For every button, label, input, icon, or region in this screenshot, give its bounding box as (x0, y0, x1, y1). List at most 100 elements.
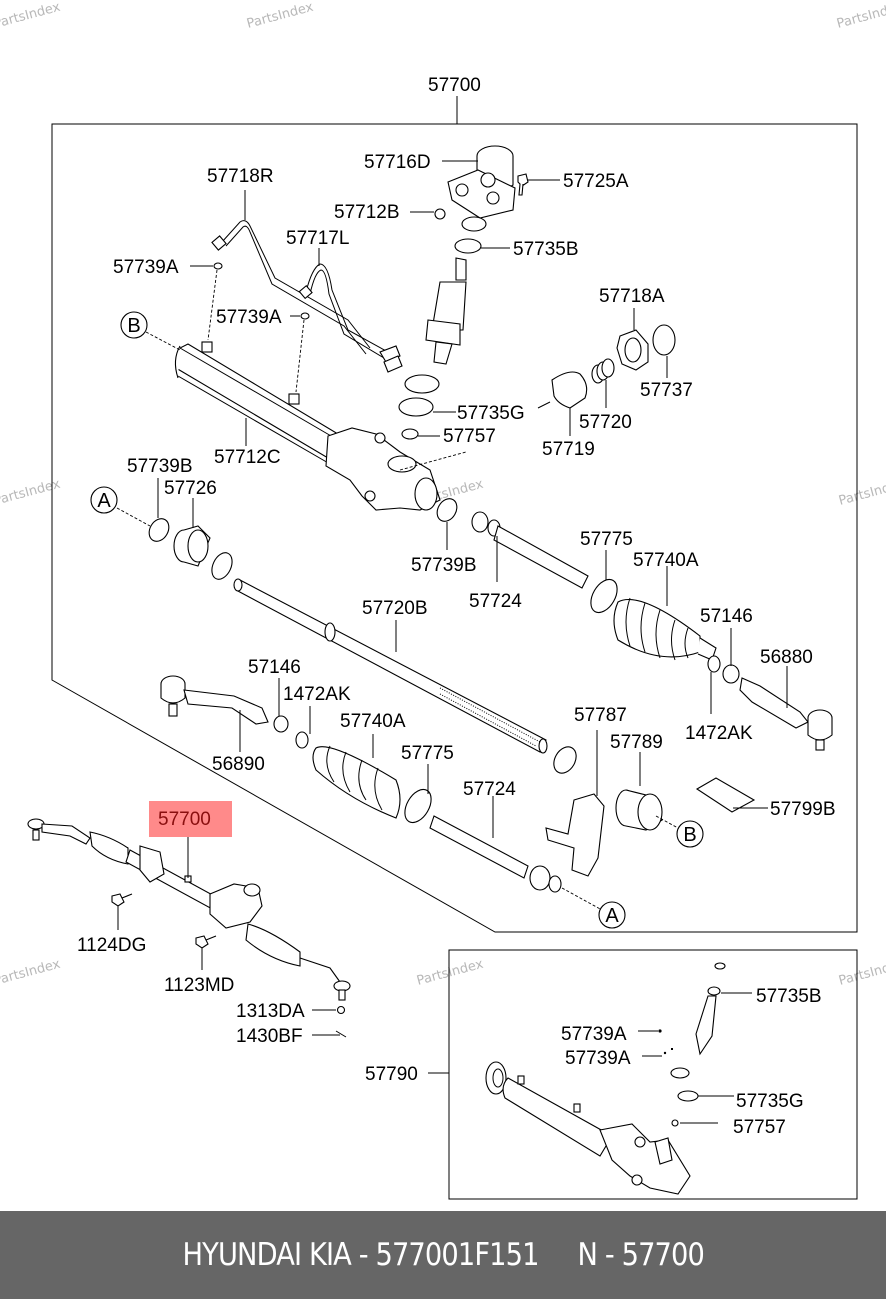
o-ring-part[interactable] (663, 1051, 667, 1055)
mount-bush-part[interactable] (615, 789, 663, 831)
part-label-57724[interactable]: 57724 (469, 591, 522, 612)
part-label-57716D[interactable]: 57716D (364, 152, 431, 173)
part-label-57724[interactable]: 57724 (463, 779, 516, 800)
part-label-56890[interactable]: 56890 (212, 754, 265, 775)
seal-part[interactable] (208, 550, 236, 583)
part-label-57739A[interactable]: 57739A (113, 257, 179, 278)
part-label-57739B[interactable]: 57739B (127, 456, 193, 477)
band-part[interactable] (707, 655, 721, 673)
part-label-57775[interactable]: 57775 (580, 529, 633, 550)
part-label-1472AK[interactable]: 1472AK (283, 684, 351, 705)
reference-marker-a[interactable]: A (90, 486, 118, 514)
part-label-57739B[interactable]: 57739B (411, 555, 477, 576)
ring-part[interactable] (433, 495, 461, 525)
clamp-part[interactable] (585, 575, 622, 617)
seal-part[interactable] (707, 986, 721, 996)
tie-rod-end-part[interactable] (739, 677, 833, 751)
part-label-57739A[interactable]: 57739A (216, 307, 282, 328)
pipe-part[interactable] (211, 220, 371, 355)
tie-rod-end-part[interactable] (160, 675, 269, 725)
o-ring-part[interactable] (213, 262, 223, 270)
part-label-57740A[interactable]: 57740A (340, 711, 406, 732)
part-label-56880[interactable]: 56880 (760, 647, 813, 668)
part-label-1123MD[interactable]: 1123MD (164, 975, 234, 996)
part-label-57719[interactable]: 57719 (542, 439, 595, 460)
rack-part[interactable] (233, 578, 548, 754)
part-label-57799B[interactable]: 57799B (770, 799, 836, 820)
part-label-1430BF[interactable]: 1430BF (236, 1026, 303, 1047)
cotter-pin-part[interactable] (312, 1030, 347, 1038)
part-label-57757[interactable]: 57757 (443, 426, 496, 447)
part-label-57735B[interactable]: 57735B (513, 239, 579, 260)
inset-label-57739A[interactable]: 57739A (561, 1024, 627, 1045)
o-ring-part[interactable] (671, 1048, 673, 1050)
seal-part[interactable] (398, 397, 434, 417)
part-label-57789[interactable]: 57789 (610, 732, 663, 753)
cap-part[interactable] (652, 324, 676, 356)
tie-rod-part[interactable] (471, 511, 589, 589)
inset-label-57735B[interactable]: 57735B (756, 986, 822, 1007)
part-label-57146[interactable]: 57146 (700, 606, 753, 627)
boot-part[interactable] (312, 745, 401, 819)
inset-label-57757[interactable]: 57757 (733, 1117, 786, 1138)
nut-part[interactable] (273, 715, 289, 733)
band-part[interactable] (295, 731, 309, 749)
seal-part[interactable] (671, 1119, 679, 1127)
seal-part[interactable] (549, 743, 580, 777)
yoke-part[interactable] (551, 371, 588, 409)
part-label-57720B[interactable]: 57720B (362, 598, 428, 619)
assembled-rack-view[interactable] (27, 818, 351, 1001)
reference-marker-b[interactable]: B (676, 820, 704, 848)
o-ring-part[interactable] (714, 962, 726, 970)
seal-part[interactable] (670, 1067, 690, 1079)
seal-part[interactable] (454, 238, 482, 254)
part-label-57720[interactable]: 57720 (579, 412, 632, 433)
pinion-shaft-part[interactable] (425, 257, 467, 365)
boot-part[interactable] (613, 597, 717, 661)
gear-housing-part[interactable] (174, 341, 441, 511)
part-label-57725A[interactable]: 57725A (563, 171, 629, 192)
spring-part[interactable] (591, 358, 615, 384)
part-label-57740A[interactable]: 57740A (633, 550, 699, 571)
reference-marker-b[interactable]: B (120, 311, 148, 339)
bolt-part[interactable] (517, 173, 529, 196)
pipe-part[interactable] (298, 263, 403, 373)
part-label-1313DA[interactable]: 1313DA (236, 1001, 305, 1022)
part-label-57787[interactable]: 57787 (574, 705, 627, 726)
part-label-57775[interactable]: 57775 (401, 743, 454, 764)
clamp-part[interactable] (399, 785, 436, 827)
inset-housing-part[interactable] (485, 1061, 691, 1195)
part-label-57712B[interactable]: 57712B (334, 202, 400, 223)
bolt-part[interactable] (111, 893, 133, 907)
nut-part[interactable] (336, 1005, 346, 1015)
bush-part[interactable] (173, 525, 211, 567)
part-label-57737[interactable]: 57737 (640, 380, 693, 401)
part-label-57712C[interactable]: 57712C (214, 447, 281, 468)
tie-rod-part[interactable] (429, 815, 562, 893)
o-ring-part[interactable] (434, 208, 446, 220)
part-label-57700[interactable]: 57700 (428, 75, 481, 96)
lock-nut-part[interactable] (616, 329, 649, 371)
part-label-57146[interactable]: 57146 (248, 657, 301, 678)
highlighted-part-label-57700[interactable]: 57700 (158, 809, 211, 830)
seal-part[interactable] (677, 1090, 699, 1102)
nut-part[interactable] (722, 664, 740, 684)
seal-part[interactable] (404, 374, 440, 394)
o-ring-part[interactable] (300, 312, 310, 320)
reference-marker-a[interactable]: A (598, 901, 626, 929)
clamp-bracket-part[interactable] (545, 793, 605, 877)
part-label-57726[interactable]: 57726 (164, 478, 217, 499)
seal-part[interactable] (401, 428, 419, 440)
part-label-57790[interactable]: 57790 (365, 1064, 418, 1085)
label-sticker-part[interactable] (695, 777, 756, 813)
o-ring-part[interactable] (658, 1029, 662, 1033)
inset-label-57739A[interactable]: 57739A (565, 1048, 631, 1069)
part-label-57735G[interactable]: 57735G (457, 403, 525, 424)
part-label-1124DG[interactable]: 1124DG (77, 935, 146, 956)
part-label-57718R[interactable]: 57718R (207, 166, 274, 187)
part-label-57718A[interactable]: 57718A (599, 286, 665, 307)
part-label-57717L[interactable]: 57717L (286, 228, 349, 249)
ring-part[interactable] (145, 515, 173, 545)
bolt-part[interactable] (195, 935, 217, 949)
inset-pinion-part[interactable] (695, 995, 717, 1056)
